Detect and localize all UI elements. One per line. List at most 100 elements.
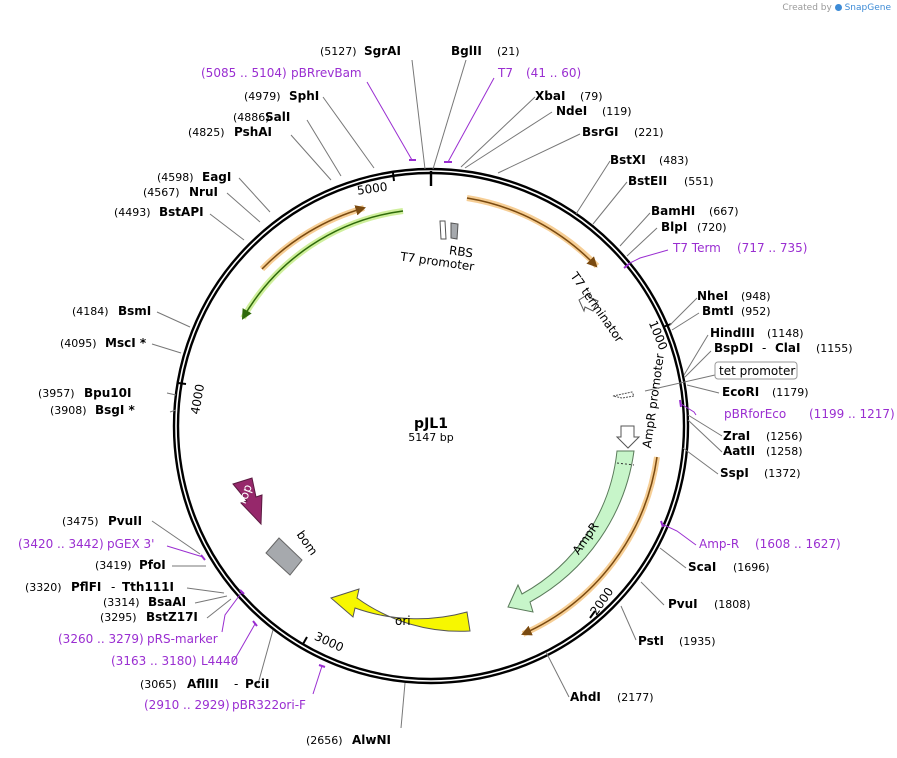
plasmid-name: pJL1 bbox=[414, 416, 448, 432]
primer-range-prs-marker: (3260 .. 3279) bbox=[58, 632, 144, 646]
site-aatii[interactable]: AatII bbox=[723, 444, 755, 458]
site-bsaai[interactable]: BsaAI bbox=[148, 595, 186, 609]
site-sphi[interactable]: SphI bbox=[289, 89, 319, 103]
site-pos-zrai: (1256) bbox=[766, 430, 803, 443]
tick-2000 bbox=[589, 610, 596, 619]
site-bstz17i[interactable]: BstZ17I bbox=[146, 610, 198, 624]
primer-t7-term[interactable]: T7 Term bbox=[672, 241, 721, 255]
green-orf-arc bbox=[241, 210, 404, 320]
site-eagi[interactable]: EagI bbox=[202, 170, 231, 184]
site-pvui[interactable]: PvuI bbox=[668, 597, 698, 611]
rbs-feature[interactable] bbox=[450, 222, 459, 240]
site-sspi[interactable]: SspI bbox=[720, 466, 749, 480]
site-pshai[interactable]: PshAI bbox=[234, 125, 272, 139]
primer-range-t7: (41 .. 60) bbox=[526, 66, 581, 80]
site-pflfi-sep: - bbox=[111, 580, 115, 594]
site-bpu10i[interactable]: Bpu10I bbox=[84, 386, 131, 400]
tick-3000 bbox=[302, 636, 308, 645]
site-pos-sali: (4886) bbox=[233, 111, 270, 124]
site-bsteii[interactable]: BstEII bbox=[628, 174, 667, 188]
site-bspdi-sep: - bbox=[762, 341, 766, 355]
site-bamhi[interactable]: BamHI bbox=[651, 204, 695, 218]
credit-brand: SnapGene bbox=[844, 3, 891, 13]
site-hindiii[interactable]: HindIII bbox=[710, 326, 755, 340]
t7-terminator-label: T7 terminator bbox=[567, 269, 626, 346]
site-pvuii[interactable]: PvuII bbox=[108, 514, 142, 528]
site-pos-pvuii: (3475) bbox=[62, 515, 99, 528]
site-pos-ecori: (1179) bbox=[772, 386, 809, 399]
bom-feature[interactable] bbox=[265, 537, 303, 576]
primer-pbrforeco[interactable]: pBRforEco bbox=[724, 407, 786, 421]
site-nhei[interactable]: NheI bbox=[697, 289, 728, 303]
snapgene-credit: Created by SnapGene bbox=[782, 3, 891, 13]
ampr-promoter-arrow[interactable] bbox=[615, 425, 641, 449]
site-afliii[interactable]: AflIII bbox=[187, 677, 219, 691]
primer-range-t7-term: (717 .. 735) bbox=[737, 241, 807, 255]
snapgene-logo-icon bbox=[834, 4, 842, 11]
tet-promoter-label: tet promoter bbox=[719, 364, 795, 378]
t7-terminator-arrow[interactable] bbox=[578, 291, 599, 313]
primer-range-pgex3: (3420 .. 3442) bbox=[18, 537, 104, 551]
primer-pgex3[interactable]: pGEX 3' bbox=[107, 537, 154, 551]
site-bmti[interactable]: BmtI bbox=[702, 304, 734, 318]
tick-4000 bbox=[177, 382, 187, 385]
tick-label-5000: 5000 bbox=[356, 180, 388, 198]
site-pos-blpi: (720) bbox=[697, 221, 727, 234]
site-alwni[interactable]: AlwNI bbox=[352, 733, 391, 747]
site-pfoi[interactable]: PfoI bbox=[139, 558, 166, 572]
primer-prs-marker[interactable]: pRS-marker bbox=[147, 632, 218, 646]
site-bsgi[interactable]: BsgI * bbox=[95, 403, 136, 417]
orf-arc-top-right-highlight bbox=[466, 195, 600, 269]
site-tth111i[interactable]: Tth111I bbox=[122, 580, 174, 594]
orf-arc-right bbox=[521, 456, 658, 636]
site-xbai[interactable]: XbaI bbox=[535, 89, 565, 103]
site-pos-nhei: (948) bbox=[741, 290, 771, 303]
tet-promoter-leader bbox=[644, 374, 716, 392]
t7-promoter-arrow[interactable] bbox=[439, 220, 447, 240]
site-pos-bspdi-clai: (1155) bbox=[816, 342, 853, 355]
primer-range-pbrrevbam: (5085 .. 5104) bbox=[201, 66, 287, 80]
site-pos-ndei: (119) bbox=[602, 105, 632, 118]
site-pflfi[interactable]: PflFI bbox=[71, 580, 101, 594]
primer-amp-r[interactable]: Amp-R bbox=[699, 537, 739, 551]
primer-range-pbrforeco: (1199 .. 1217) bbox=[809, 407, 895, 421]
site-bsrgi[interactable]: BsrGI bbox=[582, 125, 619, 139]
site-bstxi[interactable]: BstXI bbox=[610, 153, 646, 167]
site-psti[interactable]: PstI bbox=[638, 634, 664, 648]
ampr-feature[interactable] bbox=[507, 450, 635, 613]
site-sali[interactable]: SalI bbox=[265, 110, 290, 124]
site-pos-bsgi: (3908) bbox=[50, 404, 87, 417]
plasmid-size: 5147 bp bbox=[408, 431, 453, 444]
site-msci[interactable]: MscI * bbox=[105, 336, 147, 350]
site-zrai[interactable]: ZraI bbox=[723, 429, 750, 443]
tet-promoter-arrow[interactable] bbox=[612, 391, 635, 399]
site-clai[interactable]: ClaI bbox=[775, 341, 800, 355]
site-pos-scai: (1696) bbox=[733, 561, 770, 574]
primer-range-amp-r: (1608 .. 1627) bbox=[755, 537, 841, 551]
site-pos-bsrgi: (221) bbox=[634, 126, 664, 139]
site-pos-hindiii: (1148) bbox=[767, 327, 804, 340]
site-ndei[interactable]: NdeI bbox=[556, 104, 587, 118]
primer-pbrrevbam[interactable]: pBRrevBam bbox=[291, 66, 362, 80]
site-nrui[interactable]: NruI bbox=[189, 185, 218, 199]
site-bspdi[interactable]: BspDI bbox=[714, 341, 753, 355]
primer-range-l4440: (3163 .. 3180) bbox=[111, 654, 197, 668]
site-bstapi[interactable]: BstAPI bbox=[159, 205, 204, 219]
site-blpi[interactable]: BlpI bbox=[661, 220, 687, 234]
site-bglii[interactable]: BglII bbox=[451, 44, 482, 58]
primer-range-pbr322ori-f: (2910 .. 2929) bbox=[144, 698, 230, 712]
primer-pbr322ori-f[interactable]: pBR322ori-F bbox=[232, 698, 306, 712]
primer-t7[interactable]: T7 bbox=[497, 66, 513, 80]
site-ahdi[interactable]: AhdI bbox=[570, 690, 601, 704]
site-pcii[interactable]: PciI bbox=[245, 677, 270, 691]
site-pos-nrui: (4567) bbox=[143, 186, 180, 199]
rop-feature[interactable] bbox=[232, 477, 263, 526]
site-bsmi[interactable]: BsmI bbox=[118, 304, 151, 318]
primer-l4440[interactable]: L4440 bbox=[201, 654, 238, 668]
ampr-promoter-label: AmpR promoter bbox=[640, 353, 667, 449]
ori-feature[interactable] bbox=[329, 588, 471, 632]
site-sgrai[interactable]: SgrAI bbox=[364, 44, 401, 58]
site-ecori[interactable]: EcoRI bbox=[722, 385, 759, 399]
site-scai[interactable]: ScaI bbox=[688, 560, 716, 574]
